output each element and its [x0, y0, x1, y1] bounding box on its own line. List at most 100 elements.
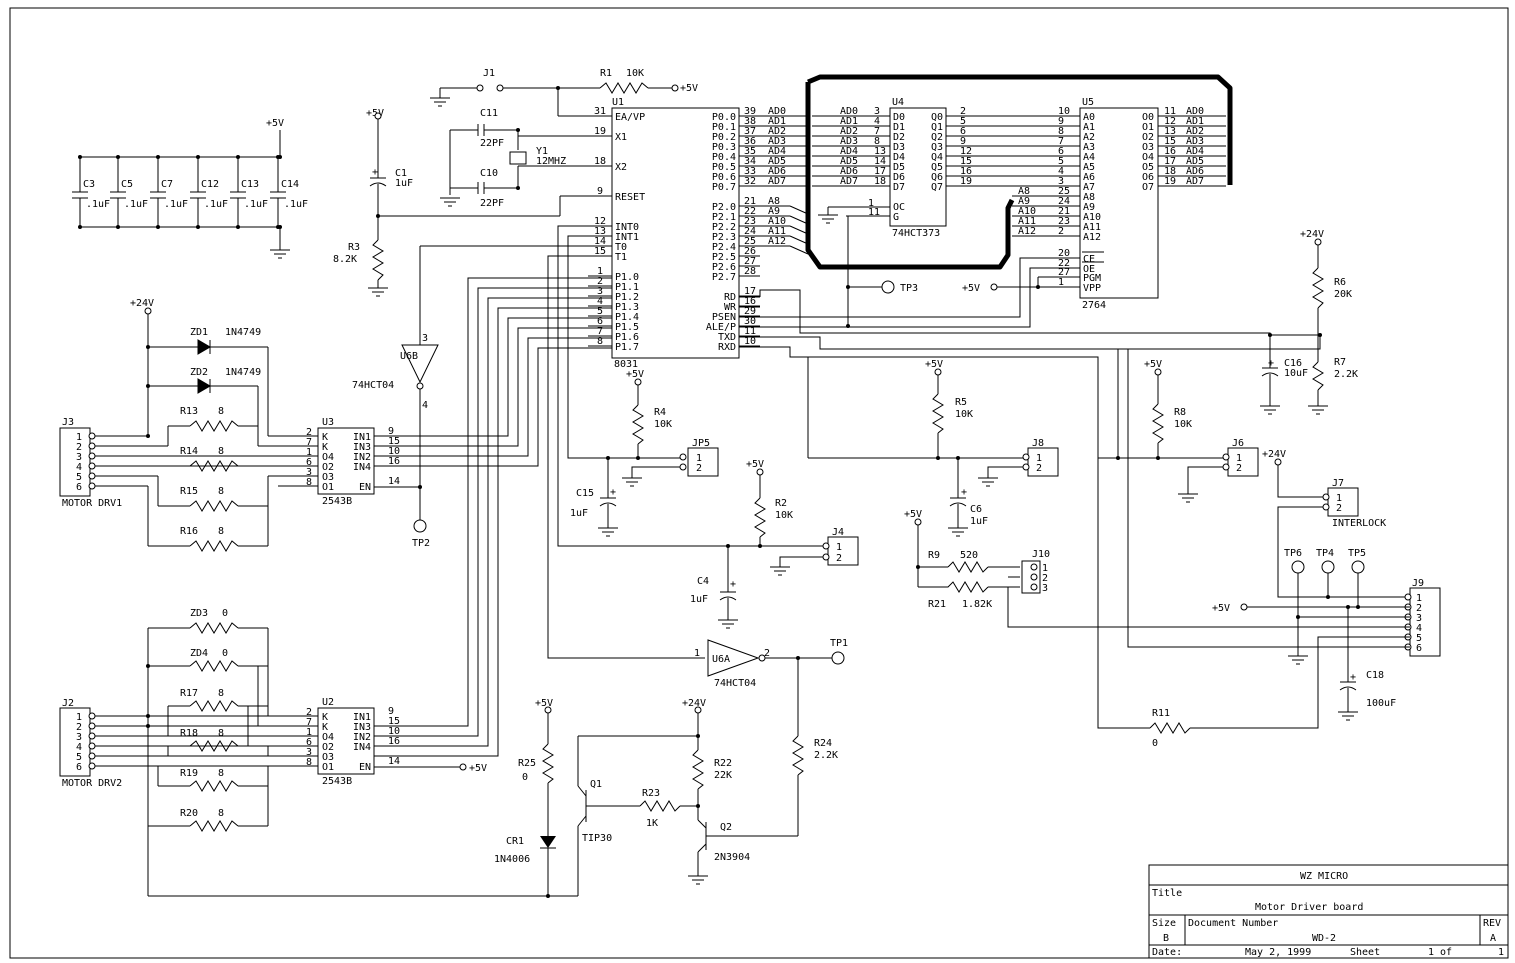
r4-val: 10K	[654, 419, 672, 430]
r24-val: 2.2K	[814, 750, 838, 761]
r18-ref: R18	[180, 728, 198, 739]
ground-symbol	[948, 527, 968, 537]
u4-pin-num: 14	[874, 156, 886, 167]
crystal	[509, 151, 527, 165]
u2-pin-num: 10	[388, 726, 400, 737]
resistor	[189, 660, 239, 672]
u1-pin-num: 13	[594, 226, 606, 237]
u5-net-label: A12	[1018, 226, 1036, 237]
u1-pin-name: P2.0	[712, 202, 736, 213]
u4-q-num: 2	[960, 106, 966, 117]
tp5-label: TP5	[1348, 548, 1366, 559]
u1-pin-num: 28	[744, 266, 756, 277]
u4-g-pin: 11	[868, 207, 880, 218]
r17-ref: R17	[180, 688, 198, 699]
j7-interlock: +24V J7 INTERLOCK 1 2	[1262, 449, 1410, 598]
u4-net-label: AD4	[840, 146, 858, 157]
u5-addr-pin: A2	[1083, 132, 1095, 143]
j2-pin-num: 4	[76, 742, 82, 753]
j7-pin1: 1	[1336, 493, 1342, 504]
u1-pin-name: TXD	[718, 332, 736, 343]
u5-ctrl-pin-num: 1	[1058, 277, 1064, 288]
tb-rev-label: REV	[1483, 918, 1501, 929]
u1-net-label: A12	[768, 236, 786, 247]
u4-d-pin: D5	[893, 162, 905, 173]
u6b-out: 4	[422, 400, 428, 411]
q2-ref: Q2	[720, 822, 732, 833]
j10-pin-num: 3	[1042, 583, 1048, 594]
u5-ctrl-pin: CE	[1083, 254, 1095, 265]
u1-pin-num: 19	[594, 126, 606, 137]
resistor	[189, 700, 239, 712]
u4-oc-pin: 1	[868, 198, 874, 209]
tp4-label: TP4	[1316, 548, 1334, 559]
ground-symbol	[270, 249, 290, 259]
u1-pin-num: 9	[597, 186, 603, 197]
ground-symbol	[1338, 711, 1358, 721]
net-p24v: +24V	[130, 298, 154, 309]
u1-net-label: AD5	[768, 156, 786, 167]
u1-pin-num: 5	[597, 306, 603, 317]
j8-ref: J8	[1032, 438, 1044, 449]
u5-addr-pin-num: 8	[1058, 126, 1064, 137]
u5-out-pin-num: 12	[1164, 116, 1176, 127]
j9-pin	[1404, 593, 1412, 601]
u4-part: 74HCT373	[892, 228, 940, 239]
net-p5v: +5V	[366, 108, 384, 119]
u4-pin-num: 4	[874, 116, 880, 127]
u4-q-pin: Q2	[931, 132, 943, 143]
j6-pin1: 1	[1236, 453, 1242, 464]
r19-ref: R19	[180, 768, 198, 779]
r24-ref: R24	[814, 738, 832, 749]
u1-pin-name: P1.1	[615, 282, 639, 293]
j2-label: MOTOR DRV2	[62, 778, 122, 789]
zd1-val: 1N4749	[225, 327, 261, 338]
u1-net-label: AD6	[768, 166, 786, 177]
r19-val: 8	[218, 768, 224, 779]
u2-pin-num: 2	[306, 707, 312, 718]
u5-out-pin-num: 19	[1164, 176, 1176, 187]
u1-net-label: A11	[768, 226, 786, 237]
jp5-ref: JP5	[692, 438, 710, 449]
net-p24v: +24V	[1300, 229, 1324, 240]
u2-pin-name: O3	[322, 752, 334, 763]
u5-ctrl-pin: OE	[1083, 264, 1095, 275]
u5-ref: U5	[1082, 97, 1094, 108]
u2-part: 2543B	[322, 776, 352, 787]
u3-pin-num: 8	[306, 477, 312, 488]
u5-out-pin: O2	[1142, 132, 1154, 143]
j10-pin-num: 1	[1042, 563, 1048, 574]
u4-d-pin: D2	[893, 132, 905, 143]
c6-plus: +	[961, 487, 967, 498]
c6-ref: C6	[970, 504, 982, 515]
r5-val: 10K	[955, 409, 973, 420]
u3-pin-name: O1	[322, 482, 334, 493]
resistor	[189, 820, 239, 832]
c10-val: 22PF	[480, 198, 504, 209]
u4-q-pin: Q4	[931, 152, 943, 163]
j2-ref: J2	[62, 698, 74, 709]
j2-pin-num: 5	[76, 752, 82, 763]
u4-g: G	[893, 212, 899, 223]
r23-val: 1K	[646, 818, 658, 829]
u6a-in: 1	[694, 648, 700, 659]
r2-val: 10K	[775, 510, 793, 521]
tp6	[1291, 560, 1305, 574]
j6-pin2: 2	[1236, 463, 1242, 474]
u2-ref: U2	[322, 697, 334, 708]
u5-addr-pin: A4	[1083, 152, 1095, 163]
net-p24v: +24V	[682, 698, 706, 709]
u2-pin-num: 14	[388, 756, 400, 767]
u1-pin-name: P1.0	[615, 272, 639, 283]
j10-pin	[1030, 563, 1038, 571]
j9-pin-num: 5	[1416, 633, 1422, 644]
u2-pin-num: 3	[306, 747, 312, 758]
r21-val: 1.82K	[962, 599, 992, 610]
c5-ref: C5	[121, 179, 133, 190]
u1-pin-num: 4	[597, 296, 603, 307]
u1-pin-num: 33	[744, 166, 756, 177]
u4-d-pin: D4	[893, 152, 905, 163]
j3-pin	[88, 432, 96, 440]
u1-pin-num: 17	[744, 286, 756, 297]
j3-pin	[88, 452, 96, 460]
